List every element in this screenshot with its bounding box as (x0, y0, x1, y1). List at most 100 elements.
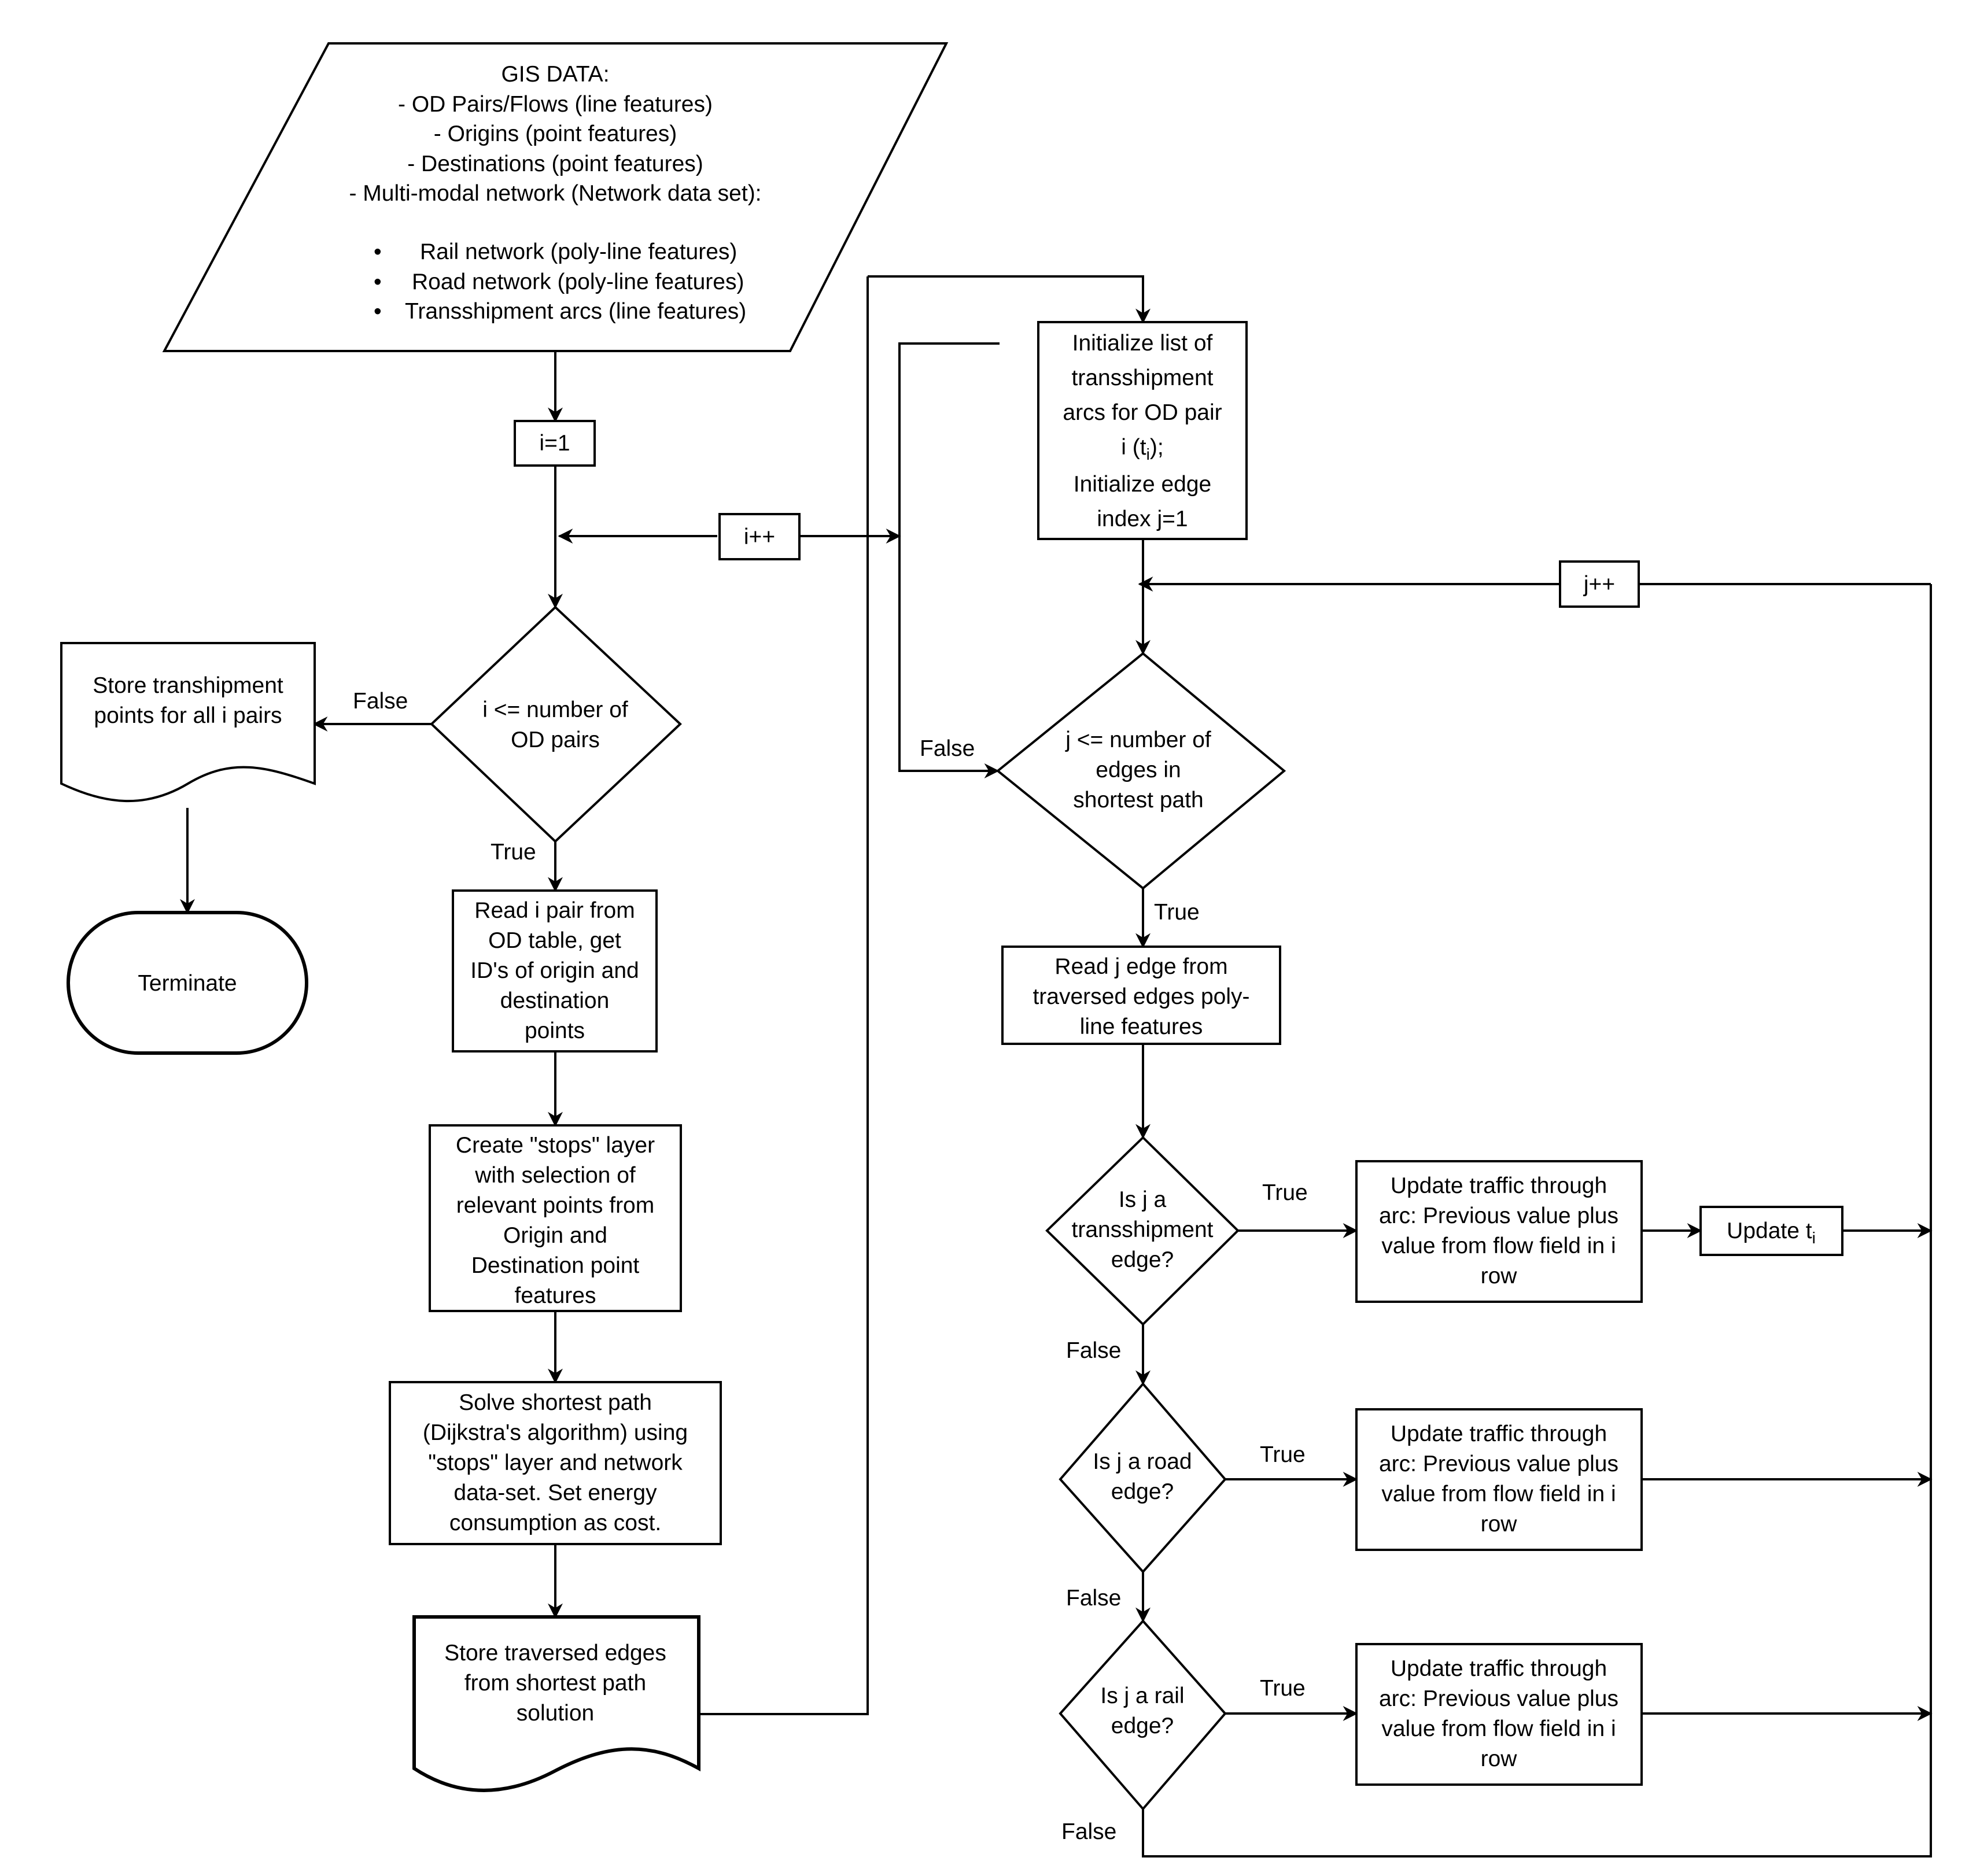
update-traffic-line: arc: Previous value plus (1379, 1452, 1618, 1476)
init-list-line: i (ti); (1121, 435, 1163, 463)
create-stops-line: relevant points from (456, 1193, 655, 1218)
label-false: False (920, 736, 975, 761)
update-traffic-line: Update traffic through (1391, 1656, 1607, 1681)
create-stops-line: Create "stops" layer (456, 1133, 655, 1158)
label-true: True (1260, 1442, 1306, 1467)
decision-rail-line: Is j a rail (1100, 1683, 1184, 1708)
decision-road-edge: Is j a road edge? (1059, 1382, 1227, 1574)
label-true: True (491, 840, 536, 865)
update-traffic-line: row (1481, 1512, 1518, 1537)
label-true: True (1260, 1676, 1306, 1701)
update-traffic-line: value from flow field in i (1381, 1234, 1616, 1258)
decision-od-pairs-line: i <= number of (482, 697, 628, 722)
update-traffic-line: arc: Previous value plus (1379, 1203, 1618, 1228)
update-traffic-rail-box: Update traffic through arc: Previous val… (1355, 1643, 1643, 1786)
solve-path-line: data-set. Set energy (453, 1480, 657, 1505)
solve-path-line: Solve shortest path (459, 1390, 652, 1415)
bullet-icon: • (374, 299, 382, 324)
read-edge-line: Read j edge from (1054, 954, 1227, 979)
gis-data-line: - Destinations (point features) (407, 152, 703, 176)
update-traffic-line: row (1481, 1264, 1518, 1288)
update-traffic-road-box: Update traffic through arc: Previous val… (1355, 1408, 1643, 1551)
decision-transshipment-line: edge? (1111, 1247, 1174, 1272)
init-list-line: index j=1 (1097, 507, 1188, 531)
decision-od-pairs-line: OD pairs (511, 727, 600, 752)
bullet-icon: • (374, 269, 382, 294)
bullet-icon: • (374, 239, 382, 264)
init-list-line: Initialize edge (1074, 472, 1212, 497)
edge-labels: False True False True True False True Fa… (353, 689, 1308, 1844)
update-traffic-transshipment-box: Update traffic through arc: Previous val… (1355, 1160, 1643, 1303)
terminate-node: Terminate (67, 911, 308, 1055)
connectors (180, 275, 1933, 1857)
decision-edges-line: shortest path (1073, 788, 1203, 813)
gis-data-bullet: Rail network (poly-line features) (420, 239, 737, 264)
gis-data-bullet: Transshipment arcs (line features) (405, 299, 746, 324)
decision-transshipment-edge: Is j a transshipment edge? (1045, 1136, 1240, 1326)
read-pair-line: destination (500, 988, 610, 1013)
init-list-box: Initialize list of transshipment arcs fo… (1037, 321, 1248, 540)
init-list-line: transshipment (1072, 365, 1214, 390)
label-true: True (1154, 900, 1200, 925)
increment-i-box: i++ (718, 513, 801, 560)
decision-rail-line: edge? (1111, 1713, 1174, 1738)
label-false: False (1066, 1338, 1121, 1363)
solve-path-line: consumption as cost. (449, 1511, 661, 1535)
label-true: True (1262, 1180, 1308, 1205)
decision-transshipment-line: Is j a (1119, 1187, 1167, 1212)
decision-od-pairs: i <= number of OD pairs (430, 605, 682, 843)
solve-path-line: (Dijkstra's algorithm) using (423, 1420, 688, 1445)
gis-data-bullet: Road network (poly-line features) (412, 269, 744, 294)
store-edges-line: Store traversed edges (444, 1641, 666, 1665)
decision-edges-line: edges in (1096, 758, 1181, 782)
init-list-line: arcs for OD pair (1063, 400, 1222, 425)
store-edges-line: from shortest path (464, 1671, 646, 1696)
decision-road-line: Is j a road (1093, 1449, 1192, 1474)
read-pair-line: ID's of origin and (470, 958, 639, 983)
read-edge-line: traversed edges poly- (1033, 984, 1249, 1009)
store-transhipment-points: Store transhipment points for all i pair… (60, 642, 316, 802)
decision-edges: j <= number of edges in shortest path (995, 652, 1286, 890)
update-traffic-line: Update traffic through (1391, 1173, 1607, 1198)
read-pair-line: OD table, get (488, 928, 621, 953)
terminate-label: Terminate (138, 971, 237, 996)
decision-transshipment-line: transshipment (1072, 1217, 1214, 1242)
create-stops-line: features (515, 1283, 596, 1308)
read-edge-line: line features (1080, 1014, 1203, 1039)
update-traffic-line: arc: Previous value plus (1379, 1686, 1618, 1711)
update-t-box: Update ti (1699, 1206, 1843, 1256)
update-traffic-line: Update traffic through (1391, 1421, 1607, 1446)
decision-rail-edge: Is j a rail edge? (1059, 1619, 1227, 1811)
init-i-box: i=1 (514, 420, 596, 467)
label-false: False (1066, 1586, 1121, 1611)
create-stops-line: Origin and (503, 1223, 607, 1248)
update-traffic-line: value from flow field in i (1381, 1482, 1616, 1506)
store-transhipment-line: Store transhipment (93, 673, 283, 698)
increment-i-label: i++ (744, 525, 775, 549)
create-stops-box: Create "stops" layer with selection of r… (429, 1124, 682, 1312)
gis-data-line: - OD Pairs/Flows (line features) (398, 92, 713, 117)
store-edges-line: solution (517, 1701, 594, 1726)
solve-path-line: "stops" layer and network (428, 1450, 683, 1475)
label-false: False (353, 689, 408, 714)
init-list-line: Initialize list of (1072, 331, 1213, 356)
gis-data-line: - Multi-modal network (Network data set)… (349, 181, 761, 206)
init-i-label: i=1 (539, 431, 570, 456)
update-traffic-line: value from flow field in i (1381, 1716, 1616, 1741)
gis-data-line: - Origins (point features) (434, 121, 677, 146)
read-pair-line: Read i pair from (474, 898, 635, 923)
label-false: False (1061, 1819, 1116, 1844)
gis-data-title: GIS DATA: (501, 62, 609, 87)
read-pair-box: Read i pair from OD table, get ID's of o… (452, 889, 658, 1053)
decision-road-line: edge? (1111, 1479, 1174, 1504)
store-transhipment-line: points for all i pairs (94, 703, 282, 728)
update-t-label: Update ti (1727, 1218, 1816, 1247)
update-traffic-line: row (1481, 1746, 1518, 1771)
create-stops-line: Destination point (471, 1253, 640, 1278)
gis-data-input: GIS DATA: - OD Pairs/Flows (line feature… (162, 42, 949, 352)
solve-path-box: Solve shortest path (Dijkstra's algorith… (389, 1381, 722, 1545)
increment-j-box: j++ (1559, 560, 1640, 608)
increment-j-label: j++ (1583, 572, 1615, 597)
read-pair-line: points (525, 1018, 585, 1043)
